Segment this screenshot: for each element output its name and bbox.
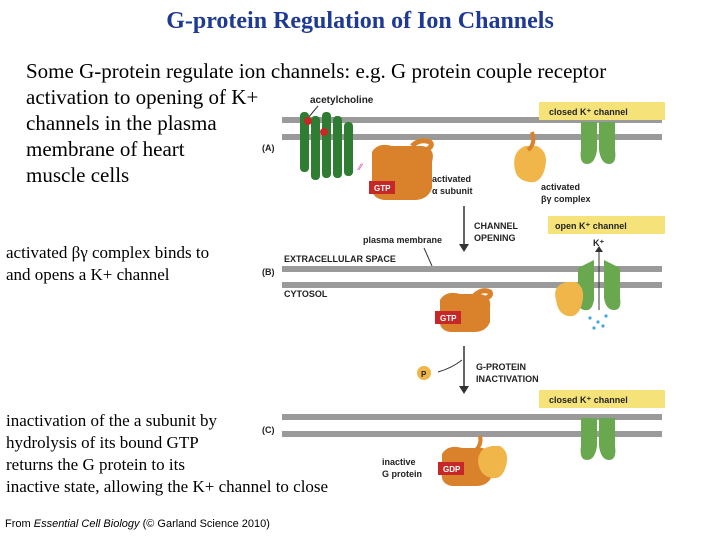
membrane-inner-c [282, 431, 662, 437]
gtp-box-b [435, 311, 461, 324]
membrane-inner-b [282, 282, 662, 288]
intro-line: muscle cells [26, 163, 130, 187]
gtp-label-b: GTP [440, 314, 457, 323]
inactivation-arrow-head [459, 386, 469, 394]
ion-channel-figure: (A) acetylcholine ⁄⁄ GTP activated α sub… [262, 95, 665, 486]
closed-channel-box-top [539, 102, 665, 120]
note-b-line: activated βγ complex binds to [6, 243, 210, 262]
panel-c-label: (C) [262, 425, 275, 435]
page-title: G-protein Regulation of Ion Channels [166, 8, 554, 34]
credit-book: Essential Cell Biology [33, 518, 140, 530]
note-c: inactivation of the a subunit by hydroly… [6, 410, 328, 498]
activation-burst-icon: ⁄⁄ [357, 162, 364, 172]
acetylcholine-label: acetylcholine [310, 95, 374, 106]
opening-arrow-head [459, 244, 469, 252]
panel-b: (B) EXTRACELLULAR SPACE CYTOSOL open K⁺ … [262, 216, 665, 332]
note-c-line: hydrolysis of its bound GTP [6, 433, 199, 452]
intro-line: membrane of heart [26, 137, 185, 161]
g-beta-gamma-inactive [478, 446, 508, 479]
intro-line: Some G-protein regulate ion channels: e.… [26, 59, 607, 83]
plasma-membrane-pointer [423, 247, 433, 267]
panel-a-label: (A) [262, 143, 275, 153]
gdp-label: GDP [443, 465, 461, 474]
phosphate-icon [417, 366, 431, 380]
inactivation-label: G-PROTEIN [476, 362, 526, 372]
credit-prefix: From [5, 518, 34, 530]
extracellular-label: EXTRACELLULAR SPACE [284, 254, 396, 264]
intro-line: channels in the plasma [26, 111, 217, 135]
gtp-label-a: GTP [374, 184, 391, 193]
g-alpha-tether-b [472, 288, 493, 301]
membrane-inner [282, 134, 662, 140]
closed-channel-label-bottom: closed K⁺ channel [549, 395, 628, 405]
activated-bg-label-2: βγ complex [541, 194, 591, 204]
note-c-line: inactive state, allowing the K+ channel … [6, 477, 329, 496]
k-channel-closed-a [580, 122, 616, 164]
panel-a: (A) acetylcholine ⁄⁄ GTP activated α sub… [262, 95, 665, 204]
phosphate-release-arrow [437, 359, 463, 373]
cytosol-label: CYTOSOL [284, 289, 328, 299]
g-beta-gamma-bound [555, 282, 584, 317]
acetylcholine-pointer [307, 105, 319, 119]
membrane-outer-b [282, 266, 662, 272]
note-b: activated βγ complex binds to and opens … [6, 242, 209, 286]
acetylcholine-icon [304, 117, 312, 125]
panel-c: (C) closed K⁺ channel inactive G protein… [262, 390, 665, 486]
g-alpha-tether-c [474, 435, 483, 452]
credit-suffix: (© Garland Science 2010) [139, 518, 270, 530]
plasma-membrane-label: plasma membrane [363, 235, 442, 245]
phosphate-label: P [421, 370, 427, 379]
intro-line: activation to opening of K+ [26, 85, 259, 109]
channel-opening-label-2: OPENING [474, 233, 516, 243]
acetylcholine-bound-icon [320, 128, 328, 136]
g-beta-gamma [514, 146, 546, 183]
note-b-line: and opens a K+ channel [6, 265, 170, 284]
inactive-g-label: inactive [382, 457, 416, 467]
open-channel-label: open K⁺ channel [555, 221, 627, 231]
g-bg-tether [526, 131, 536, 152]
membrane-outer [282, 117, 662, 123]
k-ion-label: K⁺ [593, 238, 604, 248]
intro-text: Some G-protein regulate ion channels: e.… [26, 58, 716, 188]
membrane-outer-c [282, 414, 662, 420]
closed-channel-box-bottom [539, 390, 665, 408]
gdp-box [438, 462, 464, 475]
receptor [300, 112, 353, 180]
closed-channel-label-top: closed K⁺ channel [549, 107, 628, 117]
g-alpha-tether [410, 138, 434, 153]
channel-opening-label: CHANNEL [474, 221, 519, 231]
activated-alpha-label: activated [432, 174, 471, 184]
k-channel-closed-c [580, 418, 616, 460]
activated-bg-label: activated [541, 182, 580, 192]
panel-b-label: (B) [262, 267, 275, 277]
ions-cytosol [588, 314, 608, 330]
note-c-line: inactivation of the a subunit by [6, 411, 218, 430]
inactive-g-label-2: G protein [382, 469, 422, 479]
gtp-box-a [369, 181, 395, 194]
inactivation-label-2: INACTIVATION [476, 374, 539, 384]
credit-line: From Essential Cell Biology (© Garland S… [5, 518, 270, 530]
k-flux-arrow-head [595, 246, 603, 252]
open-channel-box [548, 216, 665, 234]
activated-alpha-label-2: α subunit [432, 186, 473, 196]
note-c-line: returns the G protein to its [6, 455, 185, 474]
